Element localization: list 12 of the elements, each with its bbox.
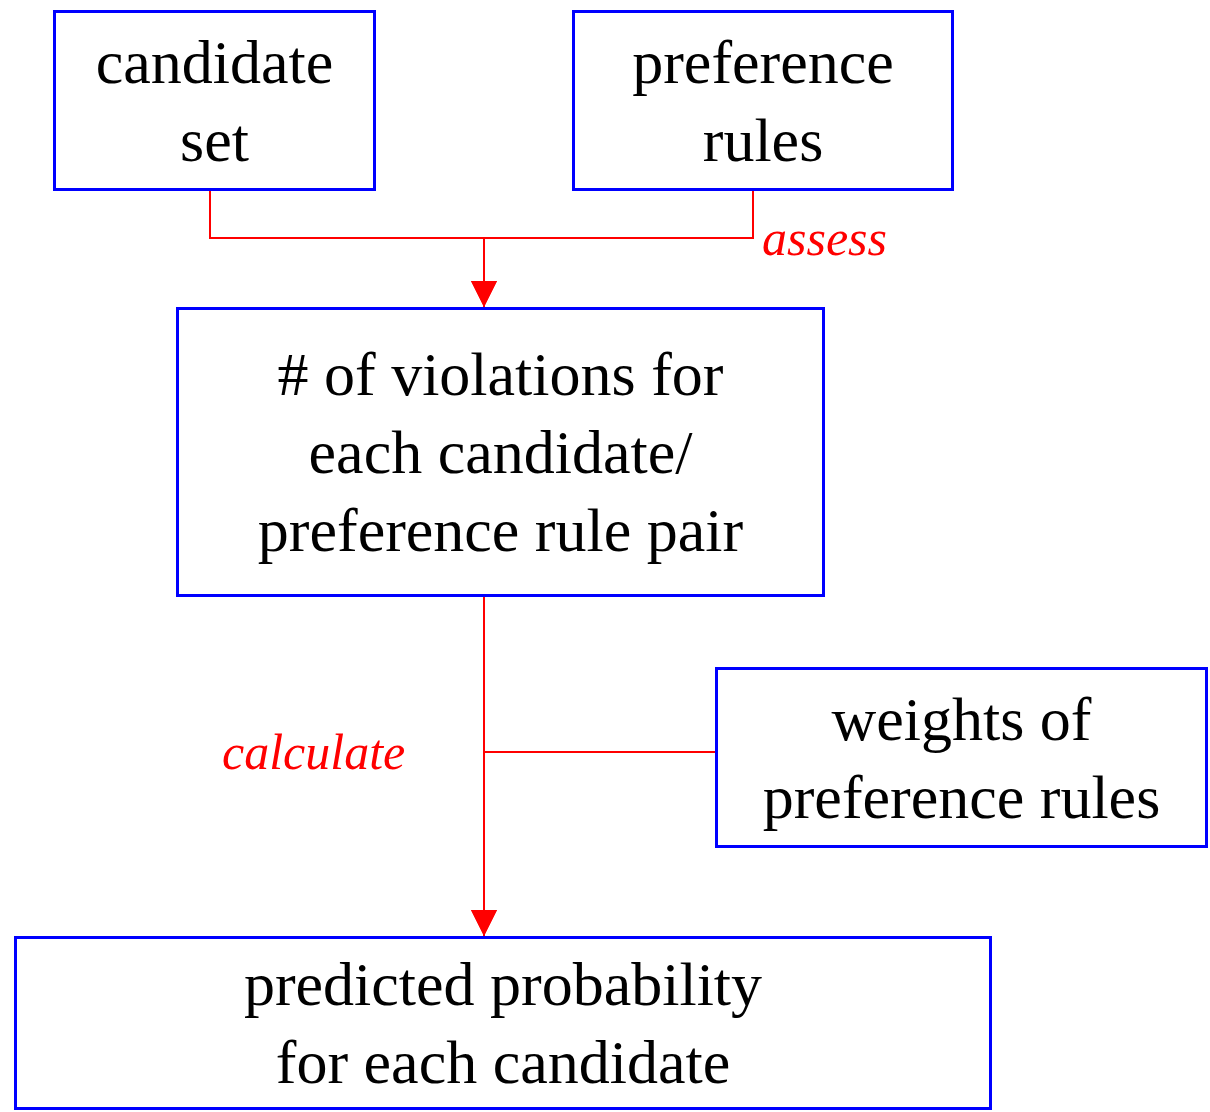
process-box — [14, 936, 992, 1110]
box-text: candidate set — [94, 26, 335, 176]
box-text: # of violations for each candidate/ preference rule pair — [256, 339, 745, 566]
process-box — [176, 307, 825, 597]
box-text: preference rules — [631, 26, 895, 176]
process-box — [53, 10, 376, 191]
box-text: predicted probability for each candidate — [242, 949, 764, 1098]
process-box — [715, 667, 1208, 848]
process-box — [572, 10, 954, 191]
arrow — [471, 190, 754, 308]
arrow — [471, 751, 716, 937]
box-text: weights of preference rules — [761, 683, 1162, 833]
